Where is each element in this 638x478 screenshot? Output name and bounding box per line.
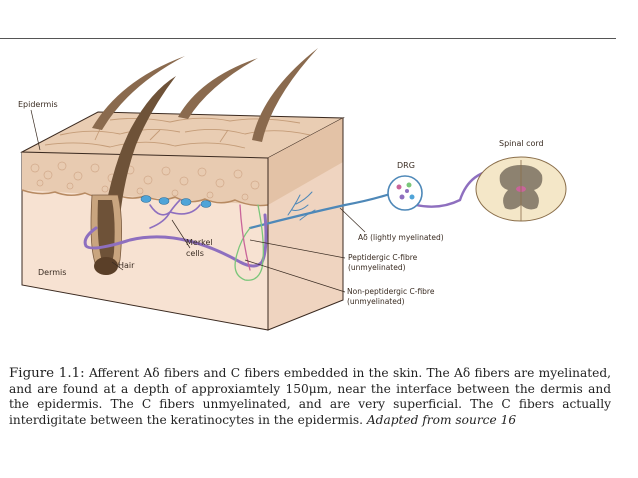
caption-source: Adapted from source 16 [366, 412, 517, 427]
caption-label: Figure 1.1: [9, 366, 85, 381]
nonpeptidergic-fibre [239, 204, 251, 271]
label-merkel-line1: Merkel [186, 238, 213, 247]
spinal-cord [475, 156, 567, 222]
top-rule [0, 38, 616, 39]
peptidergic-fibre [234, 204, 264, 281]
label-spinal-cord: Spinal cord [499, 139, 544, 148]
merkel-branches [149, 199, 201, 229]
skin-innervation-figure: Epidermis Dermis Hair Merkel cells DRG S… [18, 48, 567, 331]
label-merkel-line2: cells [186, 249, 204, 258]
label-peptidergic-line1: Peptidergic C-fibre [348, 253, 418, 262]
figure-caption: Figure 1.1: Afferent Aδ fibers and C fib… [9, 366, 611, 428]
keratinocyte-texture [30, 161, 260, 201]
label-hair: Hair [118, 261, 135, 270]
fibre-paths [83, 191, 395, 281]
epidermis-side-band [268, 118, 343, 205]
drg-ganglion [387, 175, 423, 211]
epidermis-front-band [22, 152, 268, 205]
free-nerve-endings [287, 191, 316, 221]
label-peptidergic-line2: (unmyelinated) [348, 263, 406, 272]
merkel-cells [140, 195, 212, 208]
label-nonpeptidergic-line2: (unmyelinated) [347, 297, 405, 306]
label-epidermis: Epidermis [18, 100, 58, 109]
label-dermis: Dermis [38, 268, 66, 277]
label-nonpeptidergic-line1: Non-peptidergic C-fibre [347, 287, 435, 296]
caption-text: Afferent Aδ fibers and C fibers embedded… [9, 366, 612, 427]
label-a-delta: Aδ (lightly myelinated) [358, 233, 444, 242]
leader-lines [30, 109, 366, 293]
label-drg: DRG [397, 161, 415, 170]
hair-follicle [90, 194, 122, 275]
